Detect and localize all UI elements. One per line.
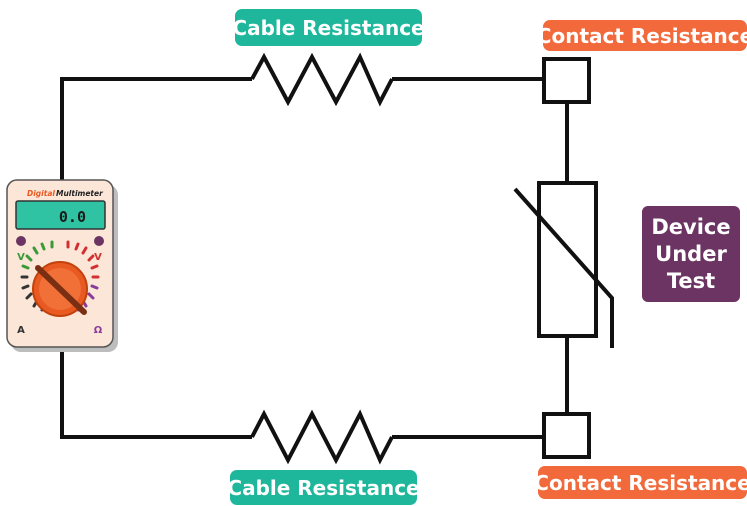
multimeter-port-left bbox=[16, 236, 26, 246]
device-under-test-resistor bbox=[537, 181, 598, 338]
wires bbox=[60, 77, 569, 439]
cable-resistance-label-top: Cable Resistance bbox=[232, 9, 425, 46]
multimeter-display bbox=[15, 200, 106, 230]
multimeter-brand: Digital bbox=[27, 189, 55, 198]
multimeter-port-right bbox=[94, 236, 104, 246]
variable-arrow bbox=[513, 187, 614, 348]
contact-resistance-label-top: Contact Resistance bbox=[537, 20, 747, 51]
device-under-test-line-3: Test bbox=[666, 268, 716, 293]
dial-label-ohms: Ω bbox=[94, 325, 103, 336]
dial-label-amps: A bbox=[17, 325, 25, 336]
multimeter-model: Multimeter bbox=[56, 189, 104, 198]
device-under-test-label: Device Under Test bbox=[642, 206, 740, 302]
wire-top-left bbox=[60, 77, 252, 181]
multimeter-reading: 0.0 bbox=[59, 208, 86, 226]
contact-block-bottom bbox=[542, 412, 591, 459]
contact-block-top bbox=[542, 57, 591, 104]
cable-resistance-label-bottom: Cable Resistance bbox=[227, 470, 420, 505]
dial-label-v-dc: V bbox=[17, 252, 25, 263]
multimeter-dial-pointer bbox=[35, 265, 87, 315]
cable-resistor-top bbox=[250, 52, 394, 107]
dial-label-v-ac: V bbox=[94, 252, 102, 263]
device-under-test-line-2: Under bbox=[655, 241, 727, 266]
device-under-test-line-1: Device bbox=[651, 214, 731, 239]
cable-resistor-bottom bbox=[250, 409, 394, 465]
wire-bottom-left bbox=[60, 349, 252, 439]
contact-resistance-label-bottom: Contact Resistance bbox=[534, 466, 747, 499]
multimeter: Digital Multimeter 0.0 bbox=[6, 179, 118, 352]
